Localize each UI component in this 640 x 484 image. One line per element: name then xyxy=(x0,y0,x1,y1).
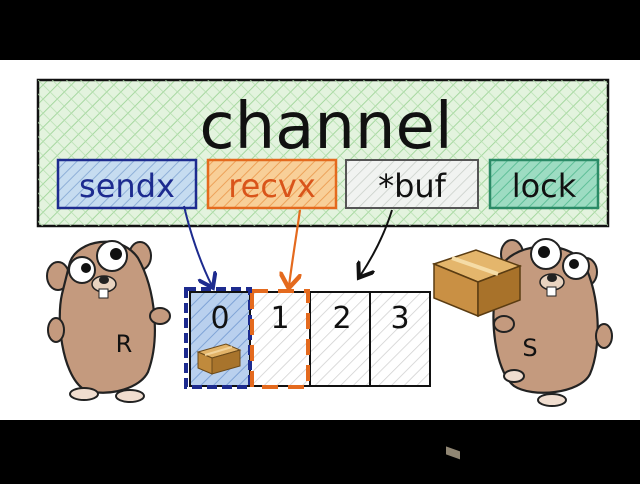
recvx-arrow xyxy=(289,209,300,286)
field-recvx: recvx xyxy=(206,158,338,210)
slot-index-0: 0 xyxy=(210,301,229,336)
slot-index-3: 3 xyxy=(390,301,409,336)
sendx-arrow xyxy=(183,205,212,286)
sender-gopher: S xyxy=(492,238,613,407)
receiver-gopher: R xyxy=(46,240,171,403)
small-box-icon xyxy=(196,343,242,375)
slot-index-2: 2 xyxy=(332,301,351,336)
sender-label: S xyxy=(522,334,537,362)
big-box-icon xyxy=(431,249,523,460)
sendx-label: sendx xyxy=(79,167,175,205)
buffer-slot-3 xyxy=(369,291,431,387)
buffer: 0 1 2 3 xyxy=(184,287,431,389)
field-lock: lock xyxy=(488,158,600,210)
lock-label: lock xyxy=(512,167,577,205)
recvx-highlight xyxy=(250,289,310,389)
field-buf: *buf xyxy=(345,159,479,209)
recvx-label: recvx xyxy=(228,167,316,205)
buf-label: *buf xyxy=(378,167,447,205)
slot-index-1: 1 xyxy=(270,301,289,336)
channel-title: channel xyxy=(199,90,452,164)
buf-arrow xyxy=(360,209,393,276)
field-sendx: sendx xyxy=(56,158,198,210)
sendx-highlight xyxy=(184,287,252,389)
receiver-label: R xyxy=(116,330,133,358)
